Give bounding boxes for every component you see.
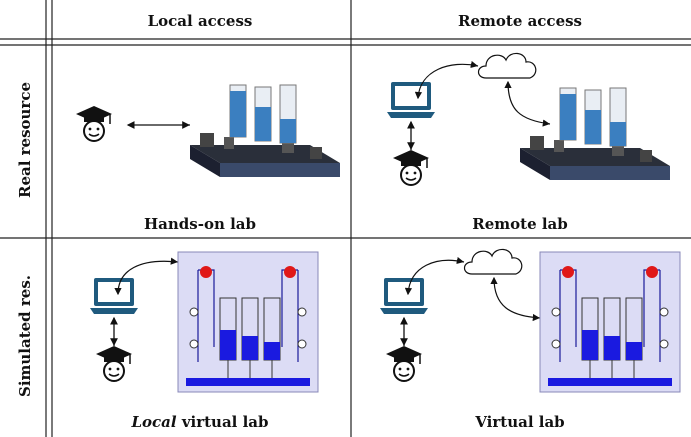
column-header-remote: Remote access <box>458 12 582 30</box>
local-word: Local <box>131 413 177 431</box>
network-arrow <box>404 256 465 296</box>
column-header-local: Local access <box>147 12 253 30</box>
student-icon <box>392 149 430 186</box>
simulation-arrow <box>114 257 179 296</box>
laptop-icon <box>380 278 428 314</box>
cell-label-hands-on: Hands-on lab <box>144 215 256 233</box>
cloud-icon <box>477 52 537 79</box>
network-arrow <box>414 60 479 100</box>
real-rig-image <box>519 87 671 181</box>
cloud-icon <box>463 248 523 275</box>
cell-label-remote: Remote lab <box>472 215 568 233</box>
virtual-lab-word: virtual lab <box>176 413 269 431</box>
cell-label-local-virtual: Local virtual lab <box>100 413 300 431</box>
real-rig-image <box>189 84 341 178</box>
network-arrow <box>504 80 551 127</box>
student-icon <box>95 345 133 382</box>
cell-label-virtual: Virtual lab <box>475 413 565 431</box>
student-icon <box>75 105 113 142</box>
simulated-plant-image <box>177 251 319 393</box>
simulated-plant-image <box>539 251 681 393</box>
network-arrow <box>490 276 541 322</box>
laptop-icon <box>90 278 138 314</box>
laptop-icon <box>387 82 435 118</box>
student-icon <box>385 345 423 382</box>
